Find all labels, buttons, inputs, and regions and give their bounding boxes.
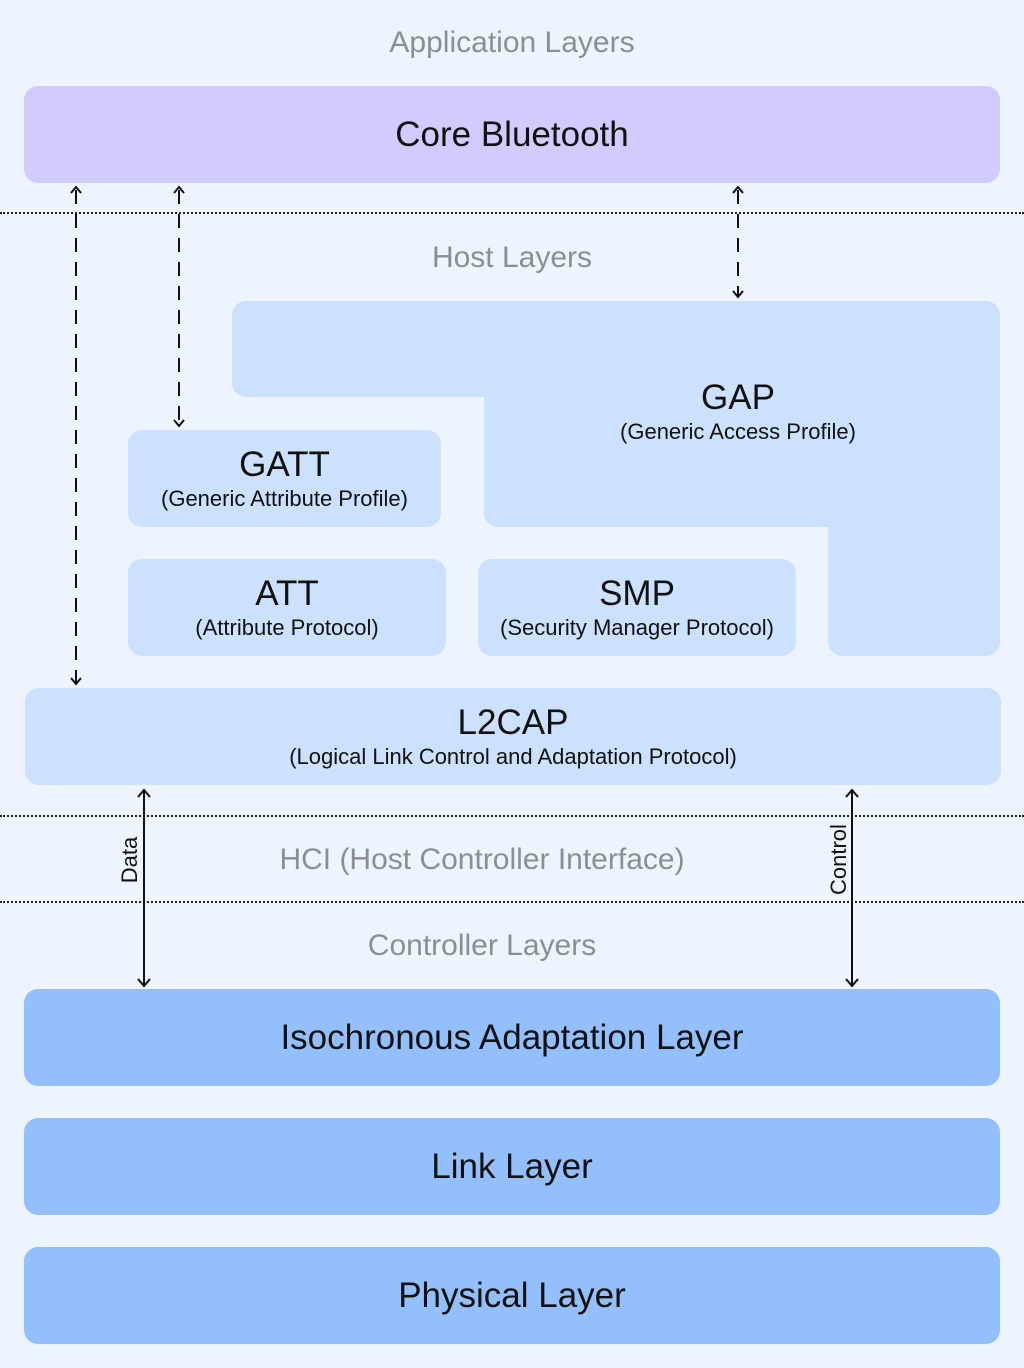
control-arrowhead-bottom	[845, 978, 859, 988]
physical-layer-box: Physical Layer	[24, 1247, 1000, 1344]
gatt-title: GATT	[239, 444, 330, 484]
controller-layers-label: Controller Layers	[367, 929, 597, 962]
host-layers-label: Host Layers	[431, 241, 593, 274]
data-arrowhead-bottom	[137, 978, 151, 988]
hci-bottom-divider	[0, 901, 1024, 903]
link-layer-title: Link Layer	[431, 1146, 593, 1186]
gatt-subtitle: (Generic Attribute Profile)	[161, 485, 408, 511]
smp-subtitle: (Security Manager Protocol)	[500, 614, 774, 640]
att-box: ATT (Attribute Protocol)	[128, 559, 446, 656]
core-gatt-arrowhead-bottom	[173, 419, 185, 428]
data-arrow-label: Data	[117, 836, 142, 884]
l2cap-subtitle: (Logical Link Control and Adaptation Pro…	[289, 743, 737, 769]
core-bluetooth-title: Core Bluetooth	[395, 114, 629, 154]
gap-title: GAP	[701, 378, 775, 417]
core-l2cap-arrowhead-top	[70, 185, 82, 194]
data-arrowhead-top	[137, 788, 151, 798]
gap-subtitle: (Generic Access Profile)	[620, 419, 856, 444]
application-layers-label: Application Layers	[389, 26, 635, 59]
physical-layer-title: Physical Layer	[398, 1275, 626, 1315]
hci-label: HCI (Host Controller Interface)	[279, 843, 685, 876]
control-arrowhead-top	[845, 788, 859, 798]
core-gap-arrowhead-bottom	[732, 290, 744, 299]
smp-box: SMP (Security Manager Protocol)	[478, 559, 796, 656]
link-layer-box: Link Layer	[24, 1118, 1000, 1215]
core-l2cap-arrowhead-bottom	[70, 677, 82, 686]
l2cap-box: L2CAP (Logical Link Control and Adaptati…	[25, 688, 1001, 785]
application-host-divider	[0, 212, 1024, 214]
core-bluetooth-box: Core Bluetooth	[24, 86, 1000, 183]
smp-title: SMP	[599, 573, 675, 613]
isochronous-adaptation-layer-box: Isochronous Adaptation Layer	[24, 989, 1000, 1086]
att-subtitle: (Attribute Protocol)	[195, 614, 379, 640]
gap-text: GAP (Generic Access Profile)	[484, 372, 992, 452]
att-title: ATT	[255, 573, 319, 613]
gap-box-tail	[828, 500, 1000, 656]
core-gatt-arrowhead-top	[173, 185, 185, 194]
isochronous-adaptation-layer-title: Isochronous Adaptation Layer	[280, 1017, 744, 1057]
l2cap-title: L2CAP	[457, 702, 569, 742]
hci-top-divider	[0, 815, 1024, 817]
control-arrow-label: Control	[826, 824, 851, 895]
gatt-box: GATT (Generic Attribute Profile)	[128, 430, 441, 527]
core-gap-arrowhead-top	[732, 185, 744, 194]
